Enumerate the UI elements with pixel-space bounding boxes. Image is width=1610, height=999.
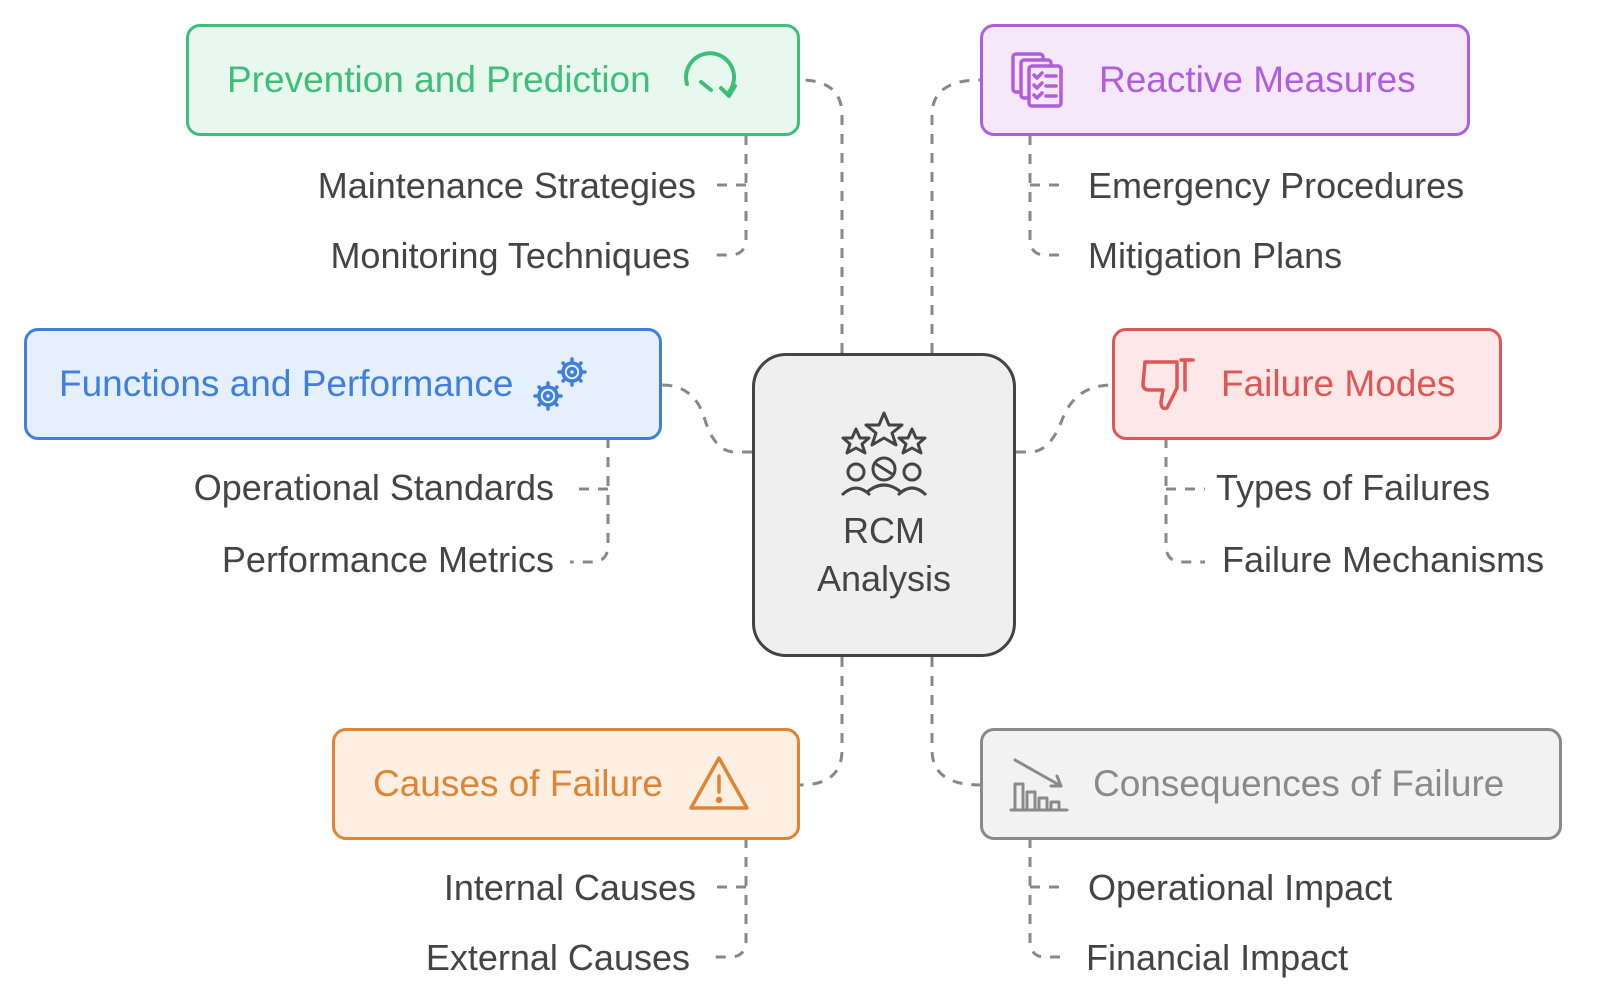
connector-prevention-items: [708, 135, 748, 257]
center-title-line2: Analysis: [816, 558, 952, 599]
center-node: RCM Analysis: [752, 353, 1016, 657]
connector-causes-items: [708, 838, 748, 959]
branch-causes: Causes of Failure: [332, 728, 800, 840]
branch-failure-modes: Failure Modes: [1112, 328, 1502, 440]
branch-functions: Functions and Performance: [24, 328, 662, 440]
connector-prevention: [799, 78, 844, 353]
connector-reactive-items: [1028, 135, 1068, 257]
leaf-financial-impact: Financial Impact: [1086, 937, 1349, 978]
branch-functions-label: Functions and Performance: [59, 363, 514, 404]
refresh-arrow-icon: [677, 48, 741, 112]
connector-functions-items: [570, 438, 610, 564]
leaf-maintenance-strategies: Maintenance Strategies: [317, 165, 696, 206]
connector-failure-modes-items: [1164, 438, 1205, 564]
leaf-internal-causes: Internal Causes: [443, 867, 696, 908]
leaf-external-causes: External Causes: [425, 937, 690, 978]
center-title: RCM Analysis: [817, 507, 951, 603]
branch-consequences: Consequences of Failure: [980, 728, 1562, 840]
branch-causes-label: Causes of Failure: [373, 763, 663, 804]
leaf-failure-mechanisms: Failure Mechanisms: [1222, 539, 1545, 580]
team-rating-icon: [840, 411, 928, 497]
branch-reactive: Reactive Measures: [980, 24, 1470, 136]
leaf-monitoring-techniques: Monitoring Techniques: [330, 235, 690, 276]
gears-icon: [528, 352, 592, 416]
branch-prevention: Prevention and Prediction: [186, 24, 800, 136]
connector-reactive: [930, 78, 981, 353]
leaf-performance-metrics: Performance Metrics: [221, 539, 554, 580]
connector-consequences-items: [1028, 838, 1068, 959]
branch-consequences-label: Consequences of Failure: [1093, 763, 1505, 804]
leaf-emergency-procedures: Emergency Procedures: [1088, 165, 1465, 206]
branch-reactive-label: Reactive Measures: [1099, 59, 1416, 100]
checklist-icon: [1007, 48, 1071, 112]
center-title-line1: RCM: [843, 510, 925, 551]
thumbs-down-icon: [1137, 352, 1201, 416]
leaf-mitigation-plans: Mitigation Plans: [1088, 235, 1343, 276]
warning-icon: [687, 752, 751, 816]
connector-functions: [661, 383, 752, 454]
connector-failure-modes: [1016, 383, 1113, 454]
branch-prevention-label: Prevention and Prediction: [227, 59, 651, 100]
connector-causes: [799, 657, 844, 787]
leaf-types-of-failures: Types of Failures: [1216, 467, 1491, 508]
leaf-operational-impact: Operational Impact: [1088, 867, 1393, 908]
declining-chart-icon: [1007, 752, 1071, 816]
leaf-operational-standards: Operational Standards: [193, 467, 554, 508]
branch-failure-modes-label: Failure Modes: [1221, 363, 1456, 404]
connector-consequences: [930, 657, 981, 787]
